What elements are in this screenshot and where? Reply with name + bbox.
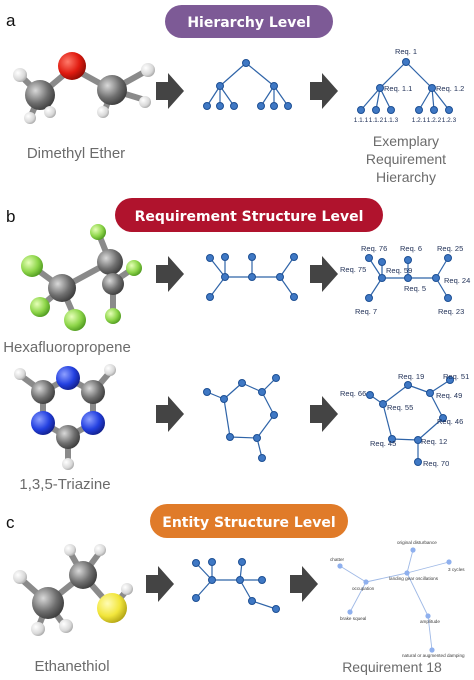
hier-node-label: 1.1.1 [354,117,369,124]
hier-node-label: 1.1.2 [369,117,384,124]
banner-hierarchy-level-text: Hierarchy Level [187,15,310,31]
label-triazine: 1,3,5-Triazine [19,476,110,493]
struct-node-label: Req. 19 [398,372,424,381]
ethanethiol-molecule [13,544,133,636]
labeled-structure-b1: Req. 76 Req. 6 Req. 25 Req. 75 Req. 59 R… [340,244,470,316]
hier-node-label: 1.2.1 [412,117,427,124]
struct-node-label: Req. 70 [423,459,449,468]
labeled-structure-b2: Req. 19 Req. 51 Req. 66 Req. 55 Req. 49 … [340,372,469,468]
struct-node-label: Req. 45 [370,439,396,448]
entity-label: landing gear oscillations [389,576,439,581]
banner-hierarchy-level: Hierarchy Level [165,5,333,38]
struct-node-label: Req. 59 [386,266,412,275]
struct-node-label: Req. 46 [437,417,463,426]
struct-node-label: Req. 75 [340,265,366,274]
banner-requirement-structure-level-text: Requirement Structure Level [135,209,364,225]
panel-letter-c: c [6,513,15,532]
arrow-right-icon [156,256,184,292]
hier-node-label: 1.2.3 [442,117,457,124]
struct-node-label: Req. 12 [421,437,447,446]
hexafluoropropene-molecule [21,224,142,331]
hierarchy-tree-graph [203,59,292,110]
struct-node-label: Req. 51 [443,372,469,381]
structure-graph-b2 [203,374,280,462]
arrow-right-icon [310,73,338,109]
entity-label: original disturbance [397,540,437,545]
struct-node-label: Req. 66 [340,389,366,398]
panel-letter-a: a [6,11,16,30]
entity-graph: original disturbance chatter 3 cycles la… [330,540,465,658]
structure-graph-c [192,558,280,613]
entity-caption: Requirement 18 [342,659,442,675]
entity-label: chatter [330,557,345,562]
entity-label: amplitude [420,619,440,624]
labeled-requirement-hierarchy: Req. 1 Req. 1.1 Req. 1.2 1.1.1 1.1.2 1.1… [354,47,465,124]
hier-node-label: 1.1.3 [384,117,399,124]
banner-entity-structure-level: Entity Structure Level [150,504,348,538]
struct-node-label: Req. 55 [387,403,413,412]
entity-label: 3 cycles [448,567,465,572]
structure-graph-b1 [206,253,298,301]
hier-node-label: Req. 1.2 [436,84,464,93]
struct-node-label: Req. 24 [444,276,470,285]
hierarchy-caption-line: Hierarchy [376,169,436,185]
hier-node-label: Req. 1.1 [384,84,412,93]
struct-node-label: Req. 49 [436,391,462,400]
triazine-molecule [14,364,116,470]
arrow-right-icon [310,396,338,432]
arrow-right-icon [310,256,338,292]
arrow-right-icon [156,73,184,109]
dimethyl-ether-molecule [13,52,155,124]
struct-node-label: Req. 5 [404,284,426,293]
entity-label: natural or augmented damping [402,653,465,658]
banner-entity-structure-level-text: Entity Structure Level [162,515,335,531]
hier-node-label: 1.2.2 [427,117,442,124]
struct-node-label: Req. 76 [361,244,387,253]
hierarchy-caption-line: Exemplary [373,133,439,149]
label-dimethyl-ether: Dimethyl Ether [27,145,125,162]
label-hexafluoropropene: Hexafluoropropene [3,339,131,356]
arrow-right-icon [156,396,184,432]
banner-requirement-structure-level: Requirement Structure Level [115,198,383,232]
arrow-right-icon [146,566,174,602]
panel-letter-b: b [6,207,15,226]
struct-node-label: Req. 23 [438,307,464,316]
label-ethanethiol: Ethanethiol [34,658,109,675]
entity-label: occupation [352,586,375,591]
struct-node-label: Req. 6 [400,244,422,253]
hier-node-label: Req. 1 [395,47,417,56]
arrow-right-icon [290,566,318,602]
hierarchy-caption-line: Requirement [366,151,446,167]
struct-node-label: Req. 25 [437,244,463,253]
entity-label: brake squeal [340,616,366,621]
struct-node-label: Req. 7 [355,307,377,316]
